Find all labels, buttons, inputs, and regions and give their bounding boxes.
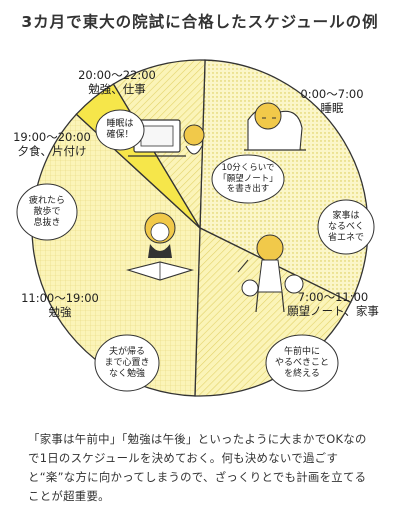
dinner-label: 19:00～20:00 夕食、片付け [2,130,102,158]
study-label: 11:00～19:00 勉強 [10,291,110,319]
evening-time: 20:00～22:00 [78,68,156,82]
dinner-time: 19:00～20:00 [13,130,91,144]
chores-person-illustration [237,234,304,313]
morning-activity: 願望ノート、家事 [287,304,379,318]
page-title: 3カ月で東大の院試に合格したスケジュールの例 [21,13,379,31]
wish-note-text: 10分くらいで 「願望ノート」 を書き出す [218,163,278,194]
morning-time: 7:00～11:00 [297,290,369,304]
walk-text: 疲れたら 散歩で 息抜き [28,196,65,228]
sleep-label: 0:00～7:00 睡眠 [292,87,372,115]
sleep-time: 0:00～7:00 [300,87,364,101]
laptop-illustration [128,119,205,157]
evening-label: 20:00～22:00 勉強、仕事 [68,68,166,96]
morning-label: 7:00～11:00 願望ノート、家事 [278,290,388,318]
husband-text: 夫が帰る まで心置き なく勉強 [104,347,150,379]
walk-bubble [16,183,78,241]
study-activity: 勉強 [48,305,72,319]
sleep-secure-bubble [95,109,145,151]
wish-note-bubble [211,154,285,204]
sleep-activity: 睡眠 [320,101,344,115]
morning-done-text: 午前中に やるべきこと を終える [274,347,329,379]
evening-activity: 勉強、仕事 [88,82,146,96]
chores-bubble [317,199,375,255]
sleeping-person-illustration [244,102,306,151]
chores-text: 家事は なるべく 省エネで [327,211,364,243]
dinner-activity: 夕食、片付け [17,144,87,158]
sleep-secure-text: 睡眠は 確保！ [106,119,134,140]
slice-study [31,113,201,397]
schedule-pie-chart [16,59,375,397]
studying-person-illustration [125,212,195,281]
study-time: 11:00～19:00 [21,291,99,305]
husband-bubble [94,334,160,392]
schedule-note: 「家事は午前中」「勉強は午後」といったように大まかでOKなので1日のスケジュール… [28,432,367,503]
morning-done-bubble [265,334,339,392]
